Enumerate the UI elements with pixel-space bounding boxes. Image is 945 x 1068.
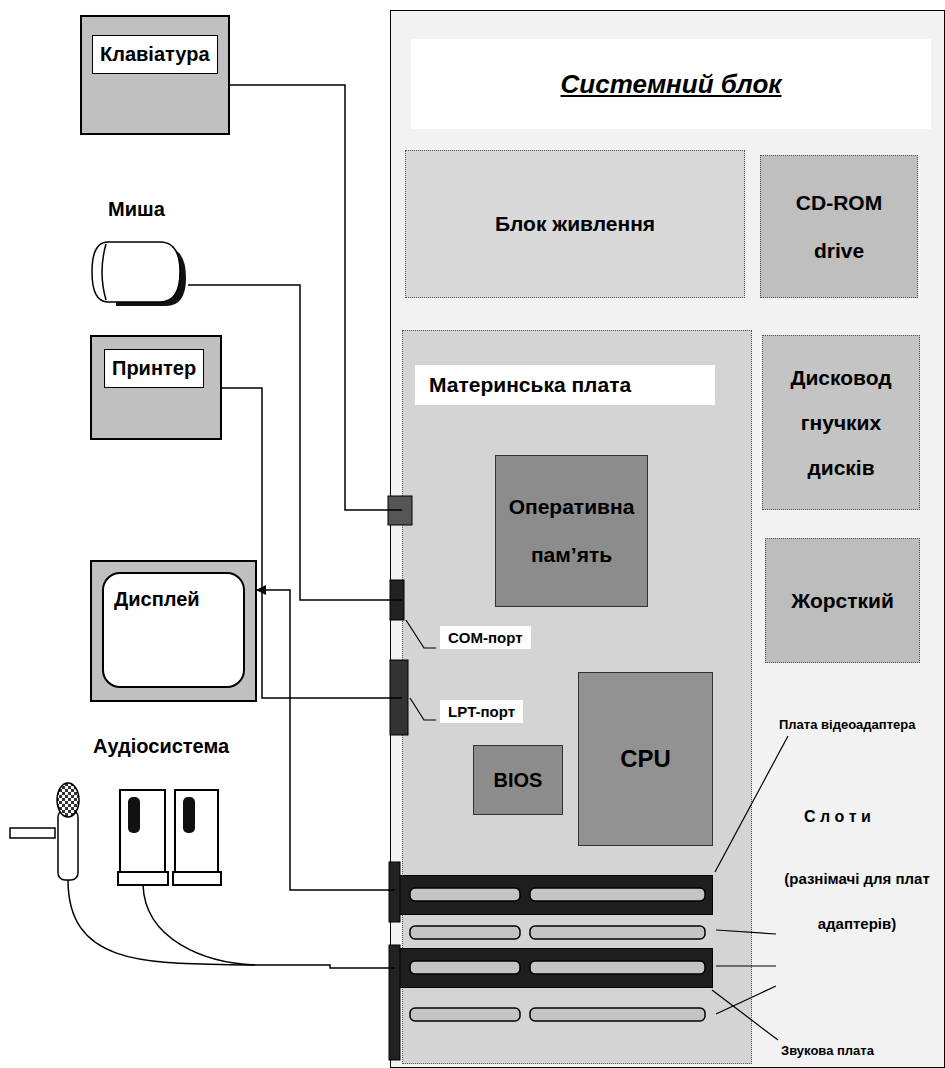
leader-line — [406, 620, 436, 648]
leader-line — [712, 990, 778, 1040]
node-text: Дисплей — [102, 572, 245, 688]
node-text: CPU — [620, 745, 671, 773]
power-supply: Блок живлення — [405, 150, 745, 298]
bios-chip: BIOS — [473, 745, 563, 815]
node-text: Жорсткий — [791, 589, 894, 613]
slot-holes — [410, 888, 705, 1021]
mouse-icon — [90, 240, 188, 308]
display-box: Дисплей — [90, 560, 257, 702]
keyboard-box: Клавіатура — [80, 15, 230, 135]
slot-hole — [530, 961, 705, 974]
slot-hole — [530, 1008, 705, 1021]
slot-hole — [530, 926, 705, 939]
cable — [257, 590, 395, 890]
node-text: Миша — [108, 198, 165, 221]
node-text: Дисковод гнучких дисків — [776, 355, 906, 490]
mouse-icon-node: Миша — [90, 240, 188, 308]
node-text: Принтер — [104, 349, 204, 388]
leader-line — [716, 930, 776, 934]
cdrom-drive: CD-ROM drive — [760, 155, 918, 298]
node-text: Блок живлення — [495, 212, 655, 236]
cable — [230, 85, 402, 510]
slot-hole — [410, 961, 520, 974]
node-text: Плата відеоадаптера — [777, 715, 917, 734]
slot-hole — [410, 1008, 520, 1021]
ports — [388, 496, 412, 1060]
printer-box: Принтер — [90, 335, 222, 440]
node-text: BIOS — [494, 769, 543, 792]
leader-line — [715, 736, 788, 872]
audio-system: Аудіосистема — [5, 735, 255, 1000]
audio-illustration — [5, 735, 255, 1000]
hard-drive: Жорсткий — [765, 538, 920, 663]
slot-hole — [530, 888, 705, 901]
motherboard: Материнська платаОперативна пам’ятьCPU BI… — [402, 330, 752, 1064]
slot-hole — [410, 926, 520, 939]
node-text: CD-ROM drive — [784, 179, 894, 275]
sound-port — [389, 945, 400, 1060]
node-text: Материнська плата — [415, 365, 715, 405]
node-text: Клавіатура — [92, 35, 218, 74]
slots-label: С л о т и — [800, 806, 875, 828]
node-text: Аудіосистема — [93, 735, 229, 758]
slots-note: (разнімачі для плат адаптерів) — [782, 856, 932, 946]
leader-lines — [406, 620, 788, 1040]
cpu-chip: CPU — [578, 672, 713, 846]
leader-line — [410, 698, 436, 720]
cable — [255, 965, 395, 968]
node-text: Звукова плата — [779, 1041, 876, 1060]
cable — [222, 388, 402, 698]
video-port — [389, 862, 400, 922]
cable — [188, 285, 402, 600]
node-text: Оперативна пам’ять — [503, 483, 640, 579]
ram-module: Оперативна пам’ять — [495, 455, 648, 607]
slot-hole — [410, 888, 520, 901]
leader-line — [716, 965, 776, 966]
port-label: COM-порт — [440, 626, 531, 649]
floppy-drive: Дисковод гнучких дисків — [762, 335, 920, 510]
port-label: LPT-порт — [440, 700, 523, 723]
node-text: Системний блок — [411, 39, 931, 129]
